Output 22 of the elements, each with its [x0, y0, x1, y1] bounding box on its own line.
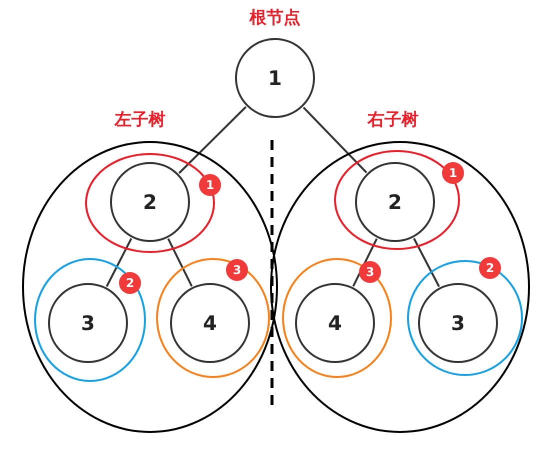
node-number: 3 — [81, 311, 95, 335]
subtree-label: 右子树 — [368, 109, 418, 131]
node-number: 2 — [388, 190, 402, 214]
badge-number: 1 — [448, 166, 458, 180]
tree-edge — [302, 106, 368, 174]
tree-edge — [413, 238, 440, 288]
badge-number: 1 — [206, 178, 214, 192]
tree-edge — [352, 238, 378, 287]
tree-edge — [106, 238, 132, 287]
tree-edge — [178, 106, 247, 174]
badge-number: 2 — [126, 276, 134, 290]
subtree-label: 左子树 — [114, 109, 166, 131]
node-number: 4 — [203, 311, 217, 335]
badge-number: 2 — [486, 261, 494, 275]
node-number: 4 — [328, 311, 342, 335]
node-number: 2 — [143, 190, 157, 214]
badge-number: 3 — [232, 263, 242, 277]
node-number: 1 — [268, 66, 282, 90]
node-number: 3 — [451, 311, 465, 335]
badge-number: 3 — [366, 265, 374, 279]
root-label: 根节点 — [250, 7, 300, 29]
tree-edge — [167, 238, 193, 287]
